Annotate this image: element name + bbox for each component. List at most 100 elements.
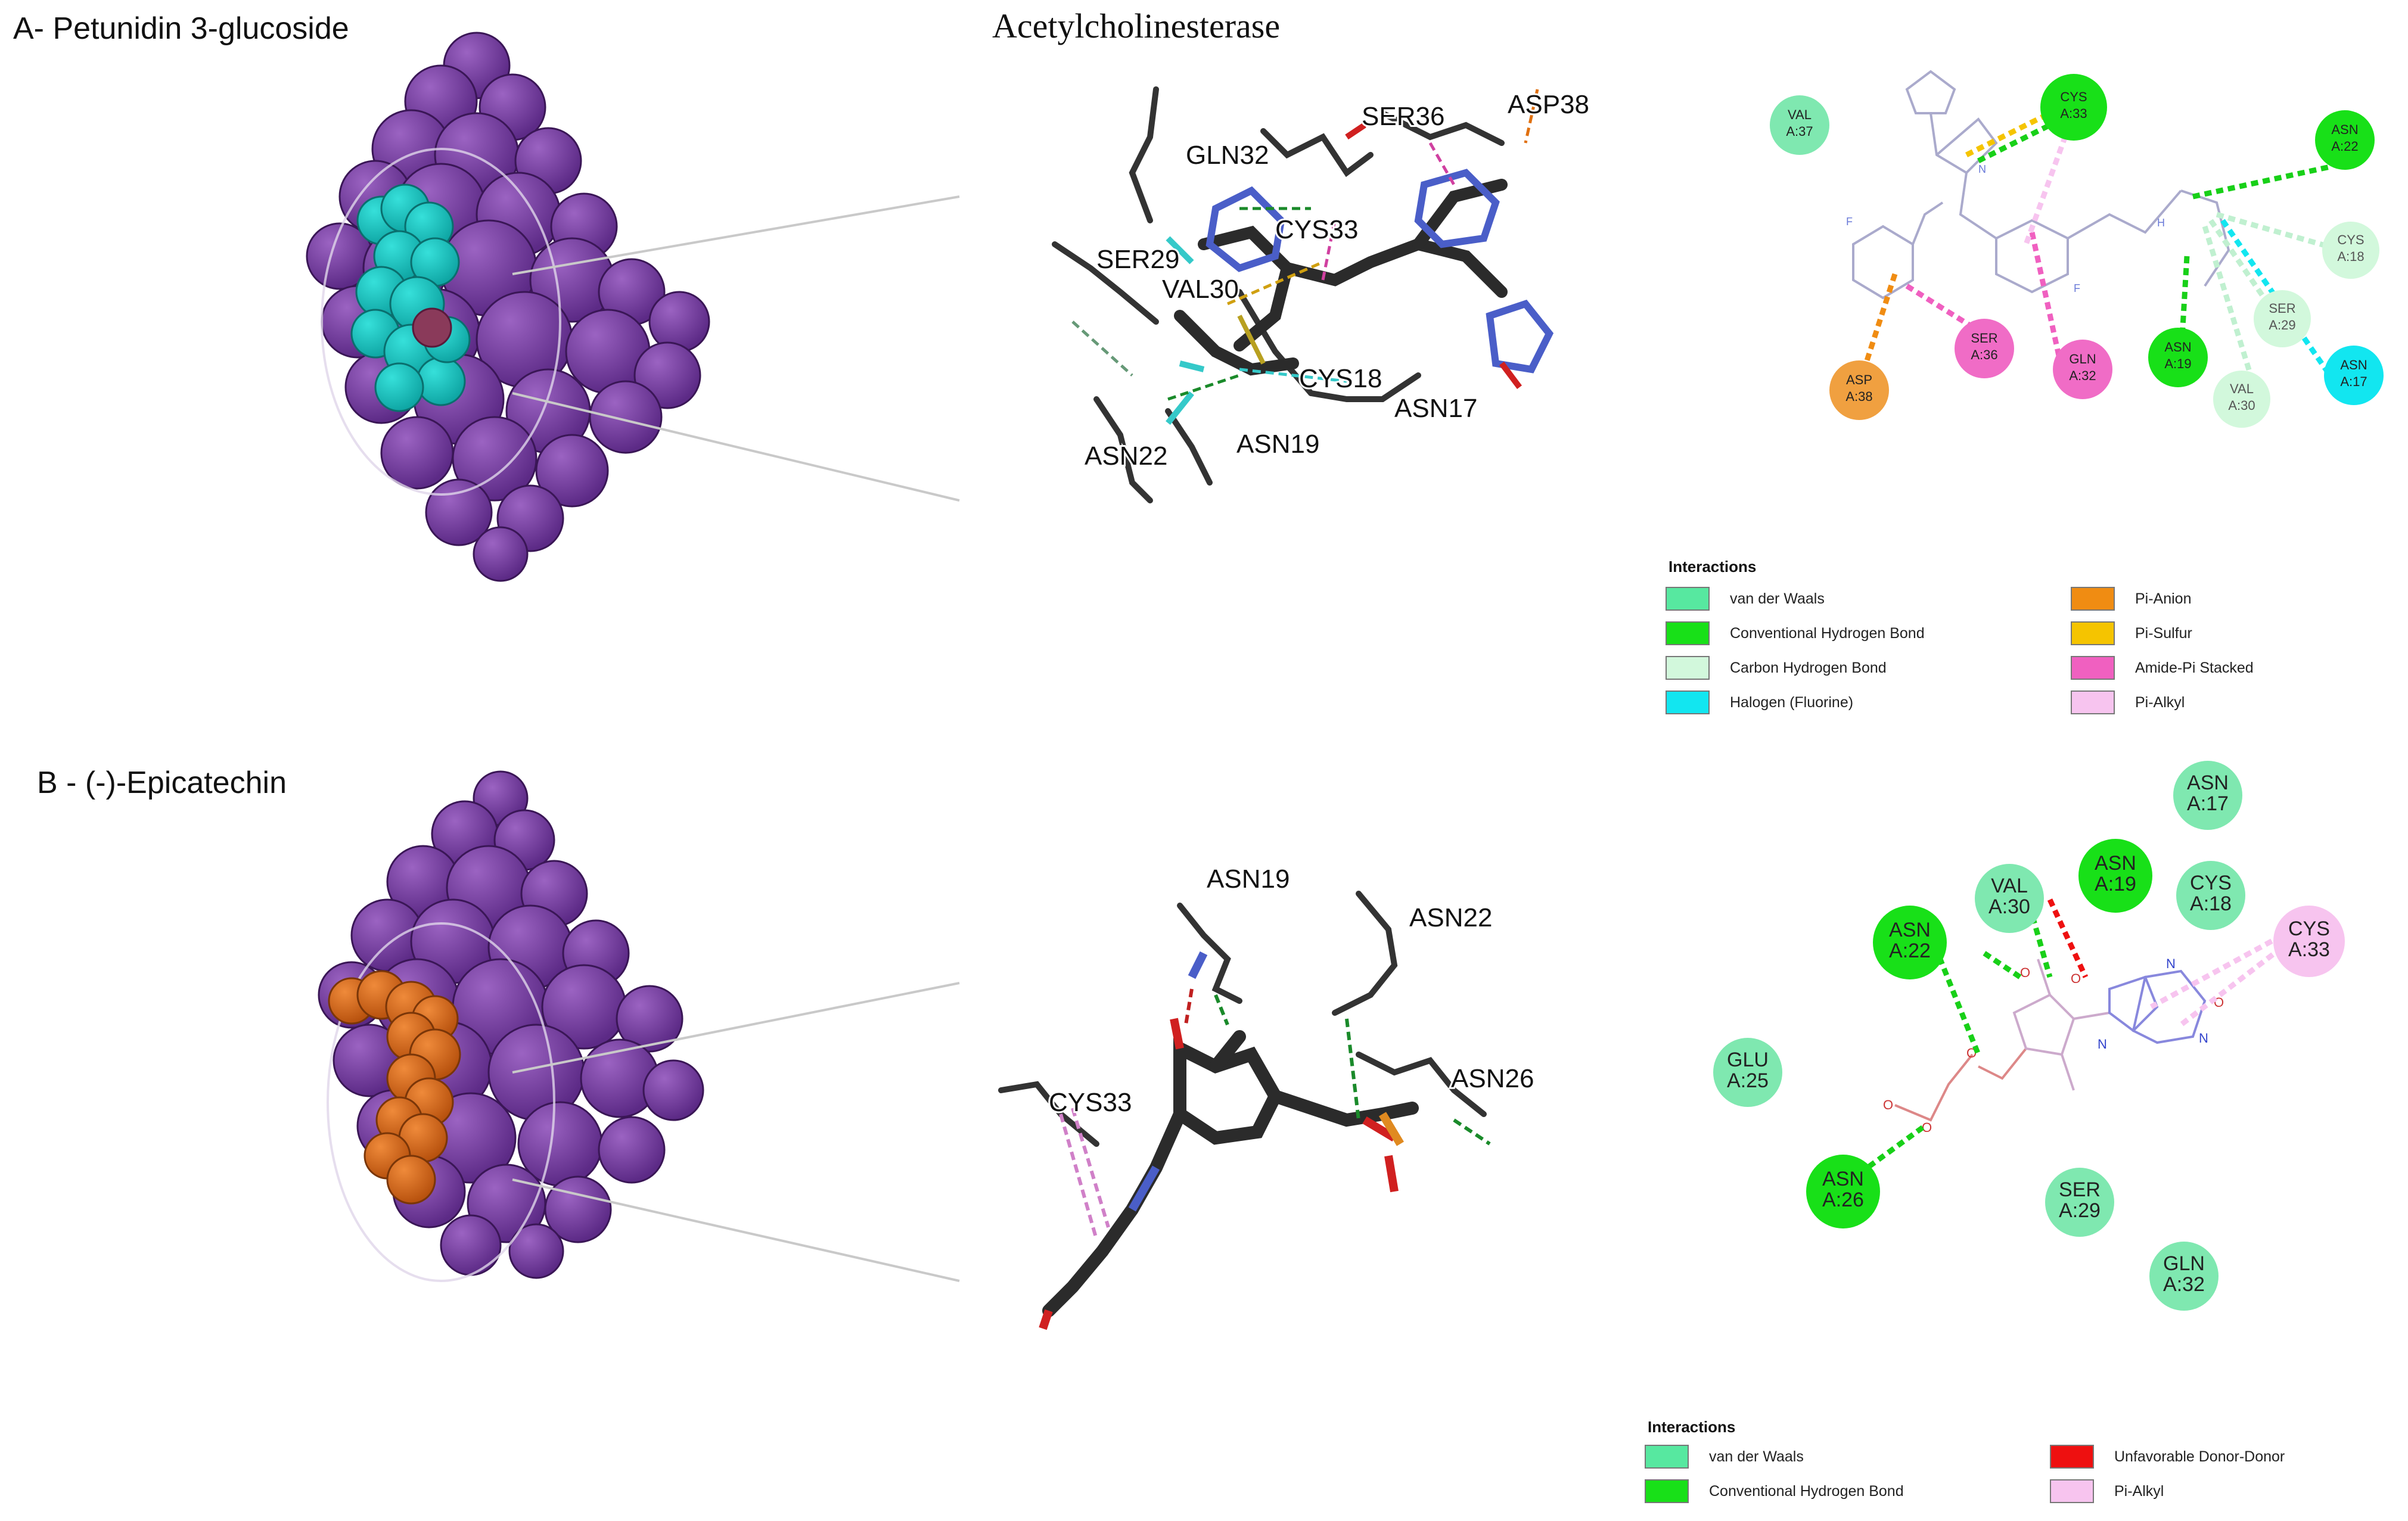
res3d-b-asn22: ASN22 <box>1409 903 1492 932</box>
res2d-a-asn19 <box>2148 328 2208 387</box>
panel-b-legend: van der Waals Conventional Hydrogen Bond… <box>1645 1445 2390 1516</box>
svg-text:A:17: A:17 <box>2340 374 2367 389</box>
res2d-a-asp38 <box>1829 360 1889 420</box>
svg-text:A:19: A:19 <box>2164 356 2191 371</box>
svg-text:ASN: ASN <box>1822 1168 1864 1190</box>
legend-swatch <box>2071 656 2115 680</box>
svg-text:N: N <box>2098 1037 2107 1052</box>
legend-swatch <box>2071 690 2115 714</box>
legend-a-amide-pi: Amide-Pi Stacked <box>2071 656 2254 680</box>
res2d-b-cys33 <box>2273 906 2345 977</box>
legend-swatch <box>2071 587 2115 611</box>
legend-a-carbon-h: Carbon Hydrogen Bond <box>1666 656 1887 680</box>
panel-b-title: B - (-)-Epicatechin <box>37 766 287 800</box>
res2d-b-cys18 <box>2176 861 2245 930</box>
svg-text:VAL: VAL <box>2230 381 2254 396</box>
svg-text:SER: SER <box>2059 1178 2101 1201</box>
panel-b-zoom-lines <box>512 982 960 1282</box>
svg-text:N: N <box>2166 956 2176 971</box>
legend-a-hbond: Conventional Hydrogen Bond <box>1666 621 1925 645</box>
panel-a-legend-title: Interactions <box>1668 558 1757 576</box>
svg-text:VAL: VAL <box>1788 107 1812 122</box>
res2d-a-ser29 <box>2254 290 2311 347</box>
legend-b-vdw: van der Waals <box>1645 1445 1804 1469</box>
svg-text:ASP: ASP <box>1846 372 1872 387</box>
svg-text:GLN: GLN <box>2069 352 2096 366</box>
svg-text:A:22: A:22 <box>1889 940 1931 962</box>
svg-text:CYS: CYS <box>2190 872 2232 894</box>
svg-text:N: N <box>1978 163 1986 175</box>
legend-swatch <box>2050 1445 2094 1469</box>
res2d-b-gln32 <box>2149 1242 2219 1311</box>
res2d-b-asn26 <box>1806 1155 1880 1228</box>
svg-text:ASN: ASN <box>2331 122 2358 137</box>
res2d-a-ser36 <box>1955 319 2014 378</box>
legend-swatch <box>1666 621 1710 645</box>
legend-swatch <box>2050 1479 2094 1503</box>
panel-b-legend-title: Interactions <box>1648 1418 1736 1436</box>
svg-text:F: F <box>2074 282 2080 294</box>
svg-text:ASN: ASN <box>2340 357 2367 372</box>
panel-b-3d-interaction-view: ASN19 ASN22 ASN26 CYS33 <box>998 863 1536 1330</box>
legend-swatch <box>1666 690 1710 714</box>
res2d-a-asn17 <box>2324 346 2384 405</box>
svg-text:A:17: A:17 <box>2187 792 2229 815</box>
res2d-b-val30 <box>1975 864 2044 933</box>
svg-text:A:33: A:33 <box>2060 106 2087 121</box>
res2d-a-cys18 <box>2322 222 2379 279</box>
legend-swatch <box>1645 1445 1689 1469</box>
legend-swatch <box>1666 656 1710 680</box>
svg-text:GLN: GLN <box>2163 1252 2205 1275</box>
ligand-a-fluorophenyl <box>1852 225 1914 300</box>
res3d-a-asp38: ASP38 <box>1508 90 1589 119</box>
panel-a-zoom-lines <box>512 195 960 502</box>
legend-a-vdw: van der Waals <box>1666 587 1825 611</box>
svg-text:A:38: A:38 <box>1845 389 1872 404</box>
svg-text:ASN: ASN <box>2164 340 2191 354</box>
panel-a-protein-surface <box>306 32 710 582</box>
res3d-a-gln32: GLN32 <box>1186 141 1269 170</box>
legend-b-pi-alkyl: Pi-Alkyl <box>2050 1479 2164 1503</box>
figure-center-title: Acetylcholinesterase <box>992 7 1281 45</box>
res2d-a-cys33 <box>2040 74 2107 141</box>
res3d-a-val30: VAL30 <box>1162 275 1239 304</box>
res3d-a-cys33: CYS33 <box>1275 215 1358 244</box>
svg-text:GLU: GLU <box>1727 1049 1769 1071</box>
svg-text:A:19: A:19 <box>2095 873 2136 895</box>
svg-text:A:26: A:26 <box>1822 1189 1864 1211</box>
panel-a-legend: van der Waals Conventional Hydrogen Bond… <box>1666 587 2381 730</box>
legend-a-pi-anion: Pi-Anion <box>2071 587 2192 611</box>
svg-text:H: H <box>2157 217 2165 229</box>
legend-swatch <box>1666 587 1710 611</box>
ligand-a-isoxazole <box>1905 70 1956 114</box>
svg-text:CYS: CYS <box>2337 232 2364 247</box>
res3d-a-asn19: ASN19 <box>1236 430 1319 459</box>
svg-text:A:36: A:36 <box>1971 347 1997 362</box>
svg-text:A:30: A:30 <box>2228 398 2255 413</box>
svg-text:F: F <box>1846 216 1853 228</box>
res2d-a-val30 <box>2213 371 2270 428</box>
svg-text:A:37: A:37 <box>1786 124 1813 139</box>
svg-text:A:22: A:22 <box>2331 139 2358 154</box>
svg-text:A:29: A:29 <box>2269 318 2295 332</box>
res3d-a-asn17: ASN17 <box>1394 394 1477 423</box>
svg-text:O: O <box>1883 1097 1893 1112</box>
res2d-a-val37 <box>1770 95 1829 155</box>
ligand-a-pyrimidine <box>1995 219 2069 294</box>
panel-a-3d-interaction-view: GLN32 SER36 ASP38 CYS33 SER29 VAL30 CYS1… <box>1052 86 1591 503</box>
svg-text:ASN: ASN <box>1889 919 1931 941</box>
res3d-b-asn26: ASN26 <box>1451 1064 1534 1093</box>
svg-text:O: O <box>2020 965 2030 980</box>
res3d-a-asn22: ASN22 <box>1085 441 1167 471</box>
svg-text:ASN: ASN <box>2095 852 2136 875</box>
svg-text:ASN: ASN <box>2187 772 2229 794</box>
res3d-a-cys18: CYS18 <box>1299 364 1382 393</box>
res3d-a-ser36: SER36 <box>1362 102 1444 131</box>
legend-b-unfavorable: Unfavorable Donor-Donor <box>2050 1445 2285 1469</box>
svg-text:A:29: A:29 <box>2059 1199 2101 1222</box>
ligand-b-imidazole <box>2108 975 2159 1032</box>
svg-text:A:18: A:18 <box>2190 892 2232 915</box>
res3d-a-ser29: SER29 <box>1096 245 1179 274</box>
svg-text:CYS: CYS <box>2288 917 2330 940</box>
